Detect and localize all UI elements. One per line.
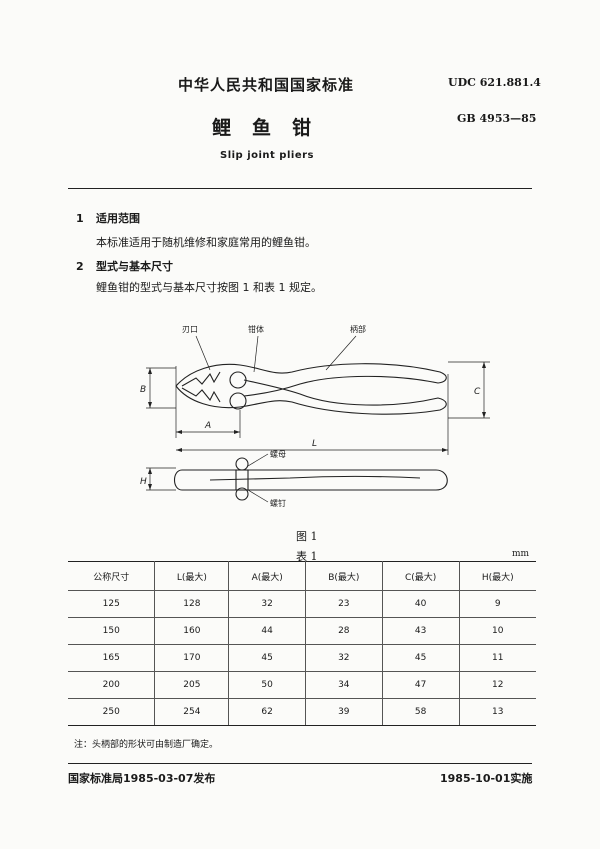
table-cell: 50 [228, 671, 306, 699]
dimension-c-label: C [474, 387, 481, 397]
table-caption: 表 1 [296, 550, 318, 563]
section-1-heading: 1 适用范围 [76, 210, 140, 226]
table-cell: 62 [228, 698, 306, 726]
section-2-number: 2 [76, 260, 84, 273]
table-row: 200 205 50 34 47 12 [68, 671, 536, 699]
table-cell: 44 [228, 617, 306, 645]
label-handle: 柄部 [350, 324, 366, 334]
table-cell: 34 [304, 671, 383, 699]
table-cell: 39 [304, 698, 383, 726]
page-title-english: Slip joint pliers [220, 150, 314, 161]
table-note: 注：头柄部的形状可由制造厂确定。 [74, 740, 219, 750]
pliers-side-view [173, 457, 448, 501]
page-title: 鲤鱼钳 [212, 117, 333, 139]
label-jaw: 刃口 [182, 325, 198, 334]
table-cell: 128 [154, 590, 230, 618]
table-cell: 205 [154, 671, 230, 699]
table-row: 125 128 32 23 40 9 [68, 590, 536, 618]
label-nut: 螺母 [270, 449, 286, 459]
table-unit: mm [512, 549, 530, 559]
column-header: H(最大) [458, 561, 536, 591]
table-cell: 13 [458, 698, 536, 726]
label-body: 钳体 [248, 324, 264, 334]
table-header-row: 公称尺寸 L(最大) A(最大) B(最大) C(最大) H(最大) [68, 561, 536, 591]
table-cell: 170 [154, 644, 230, 672]
table-row: 150 160 44 28 43 10 [68, 617, 536, 645]
table-cell: 23 [304, 590, 383, 618]
table-cell: 40 [381, 590, 460, 618]
issue-date: 国家标准局1985-03-07发布 [68, 772, 216, 785]
table-cell: 10 [458, 617, 536, 645]
column-header: C(最大) [381, 561, 460, 591]
dimension-a-label: A [204, 421, 211, 431]
effective-date: 1985-10-01实施 [440, 772, 533, 785]
figure-caption: 图 1 [296, 530, 318, 543]
table-cell: 150 [68, 617, 156, 645]
table-cell: 200 [68, 671, 156, 699]
column-header: L(最大) [154, 561, 230, 591]
standard-org: 中华人民共和国国家标准 [178, 76, 355, 94]
section-1-number: 1 [76, 212, 84, 225]
table-cell: 125 [68, 590, 156, 618]
table-cell: 32 [304, 644, 383, 672]
table-cell: 32 [228, 590, 306, 618]
table-cell: 11 [458, 644, 536, 672]
header-rule [68, 188, 532, 189]
dimension-lines [146, 361, 490, 491]
table-cell: 28 [304, 617, 383, 645]
table-row: 165 170 45 32 45 11 [68, 644, 536, 672]
dimensions-table: 公称尺寸 L(最大) A(最大) B(最大) C(最大) H(最大) 125 1… [68, 561, 536, 726]
table-cell: 45 [228, 644, 306, 672]
section-1-body: 本标准适用于随机维修和家庭常用的鲤鱼钳。 [96, 236, 316, 249]
table-cell: 43 [381, 617, 460, 645]
table-cell: 9 [458, 590, 536, 618]
section-2-body: 鲤鱼钳的型式与基本尺寸按图 1 和表 1 规定。 [96, 281, 322, 294]
label-screw: 螺钉 [270, 498, 286, 508]
table-row: 250 254 62 39 58 13 [68, 698, 536, 726]
column-header: B(最大) [304, 561, 383, 591]
gb-code: GB 4953—85 [457, 112, 537, 125]
column-header: A(最大) [228, 561, 306, 591]
pliers-figure: 刃口 钳体 柄部 螺母 螺钉 A L B C H [140, 324, 490, 508]
table-cell: 254 [154, 698, 230, 726]
udc-code: UDC 621.881.4 [448, 76, 541, 89]
table-cell: 250 [68, 698, 156, 726]
dimension-l-label: L [312, 439, 317, 449]
table-cell: 47 [381, 671, 460, 699]
table-cell: 12 [458, 671, 536, 699]
column-header: 公称尺寸 [68, 561, 156, 591]
footer-rule [68, 763, 532, 764]
section-1-title: 适用范围 [96, 212, 140, 225]
table-cell: 160 [154, 617, 230, 645]
section-2-heading: 2 型式与基本尺寸 [76, 258, 173, 274]
dimension-b-label: B [140, 385, 146, 395]
table-cell: 58 [381, 698, 460, 726]
pliers-top-view [175, 363, 447, 415]
dimension-h-label: H [140, 477, 147, 487]
table-cell: 165 [68, 644, 156, 672]
section-2-title: 型式与基本尺寸 [96, 260, 173, 273]
table-cell: 45 [381, 644, 460, 672]
